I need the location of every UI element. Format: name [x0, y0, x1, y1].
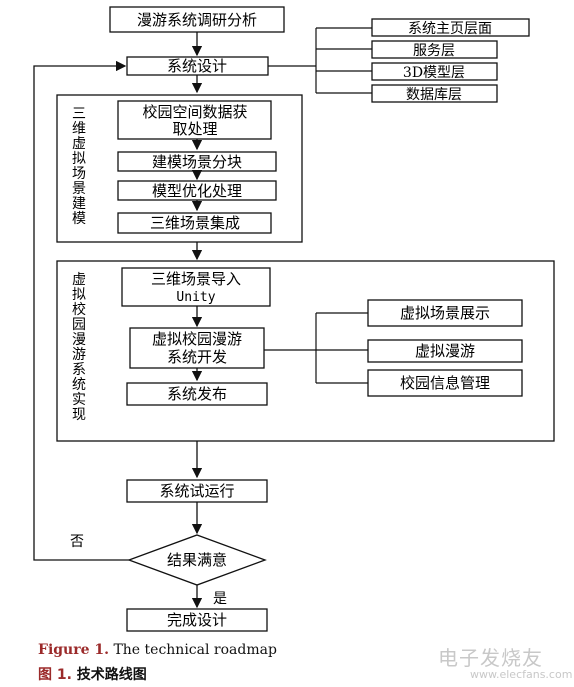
integrate-label: 三维场景集成	[150, 214, 240, 232]
feat-roam-label: 虚拟漫游	[415, 342, 475, 360]
svg-text:游: 游	[72, 347, 86, 363]
arch-3d-box	[371, 62, 498, 81]
svg-text:景: 景	[72, 181, 86, 197]
caption-chinese-text: 技术路线图	[71, 667, 147, 683]
publish-label: 系统发布	[167, 385, 227, 403]
arch-3d-label: 3D模型层	[403, 65, 465, 81]
feat-roam-box	[367, 339, 523, 363]
svg-text:漫: 漫	[72, 332, 86, 348]
done-label: 完成设计	[167, 611, 227, 629]
import-label-1: 三维场景导入	[151, 270, 241, 288]
svg-text:拟: 拟	[72, 151, 86, 167]
svg-text:系: 系	[72, 362, 86, 378]
svg-text:园: 园	[72, 317, 86, 333]
arch-service-label: 服务层	[413, 43, 455, 59]
import-label-2: Unity	[176, 290, 215, 305]
survey-label: 漫游系统调研分析	[137, 11, 257, 29]
blocks-label: 建模场景分块	[152, 153, 242, 171]
acquire-box	[117, 100, 272, 140]
svg-text:场: 场	[72, 166, 86, 182]
arch-home-label: 系统主页层面	[408, 21, 492, 37]
decision-label: 结果满意	[167, 551, 227, 569]
trial-label: 系统试运行	[159, 482, 234, 500]
svg-text:虚: 虚	[72, 272, 86, 288]
arch-service-box	[371, 40, 498, 59]
develop-box	[129, 327, 265, 369]
caption-english: Figure 1. The technical roadmap	[38, 642, 277, 658]
svg-text:模: 模	[72, 211, 86, 227]
arch-db-label: 数据库层	[406, 87, 462, 103]
watermark-url: www.elecfans.com	[470, 668, 573, 681]
modeling-group	[56, 94, 303, 243]
acquire-label-1: 校园空间数据获	[142, 103, 247, 121]
survey-box	[109, 6, 285, 33]
publish-box	[126, 382, 268, 406]
svg-text:校: 校	[72, 301, 86, 318]
no-loop	[33, 60, 129, 561]
svg-text:拟: 拟	[72, 287, 86, 303]
svg-text:虚: 虚	[72, 136, 86, 152]
svg-text:实: 实	[72, 392, 86, 408]
yes-label: 是	[213, 591, 227, 607]
arch-home-box	[371, 18, 530, 37]
feat-info-box	[367, 369, 523, 397]
modeling-group-label: 三 维 虚 拟 场 景 建 模	[72, 106, 86, 227]
caption-english-text: The technical roadmap	[109, 642, 277, 658]
svg-text:现: 现	[72, 407, 86, 423]
develop-label-1: 虚拟校园漫游	[152, 330, 242, 348]
implementation-group-label: 虚 拟 校 园 漫 游 系 统 实 现	[72, 272, 86, 423]
acquire-label-2: 取处理	[172, 120, 217, 138]
design-label: 系统设计	[167, 57, 227, 75]
feat-scene-box	[367, 299, 523, 327]
done-box	[126, 608, 268, 632]
no-label: 否	[70, 534, 84, 550]
caption-chinese-prefix: 图 1.	[38, 667, 72, 683]
svg-text:统: 统	[72, 377, 86, 393]
implementation-group	[56, 260, 555, 442]
feat-info-label: 校园信息管理	[400, 374, 490, 392]
svg-text:建: 建	[72, 196, 86, 212]
caption-chinese: 图 1. 技术路线图	[38, 664, 147, 684]
arch-db-box	[371, 84, 498, 103]
import-box	[121, 267, 271, 307]
svg-text:维: 维	[72, 121, 86, 137]
optimize-label: 模型优化处理	[152, 182, 242, 200]
caption-english-prefix: Figure 1.	[38, 642, 109, 658]
integrate-box	[117, 212, 272, 234]
develop-label-2: 系统开发	[167, 348, 227, 366]
watermark-logo: 电子发烧友	[438, 646, 543, 670]
svg-text:三: 三	[72, 106, 86, 122]
feat-scene-label: 虚拟场景展示	[400, 304, 490, 322]
